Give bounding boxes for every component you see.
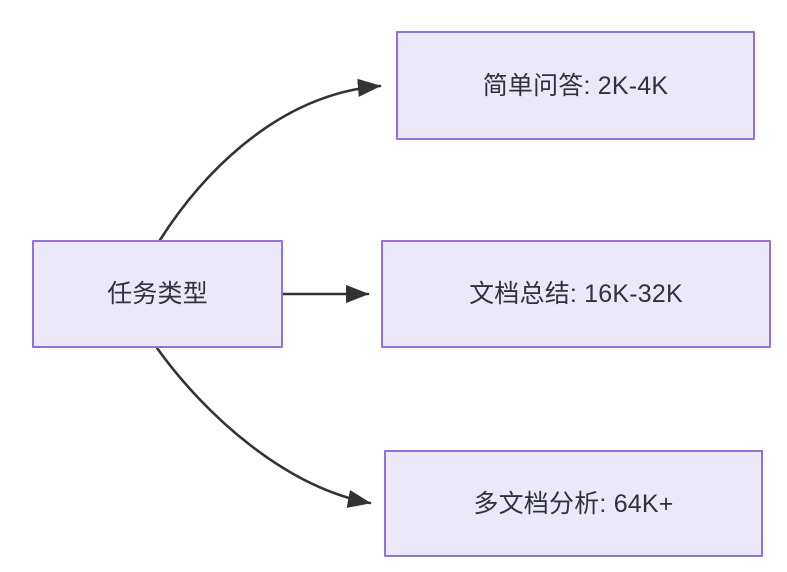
node-task-type[interactable]: 任务类型 xyxy=(32,240,283,348)
node-doc-summary[interactable]: 文档总结: 16K-32K xyxy=(381,240,771,348)
node-label: 文档总结: 16K-32K xyxy=(469,280,683,308)
node-simple-qa[interactable]: 简单问答: 2K-4K xyxy=(396,31,755,140)
node-label: 多文档分析: 64K+ xyxy=(473,489,674,518)
node-label: 任务类型 xyxy=(107,280,208,308)
edge-root-to-multi-doc xyxy=(155,346,372,508)
edge-root-to-simple-qa xyxy=(158,78,382,242)
node-label: 简单问答: 2K-4K xyxy=(482,71,669,100)
node-multi-doc[interactable]: 多文档分析: 64K+ xyxy=(384,450,763,557)
